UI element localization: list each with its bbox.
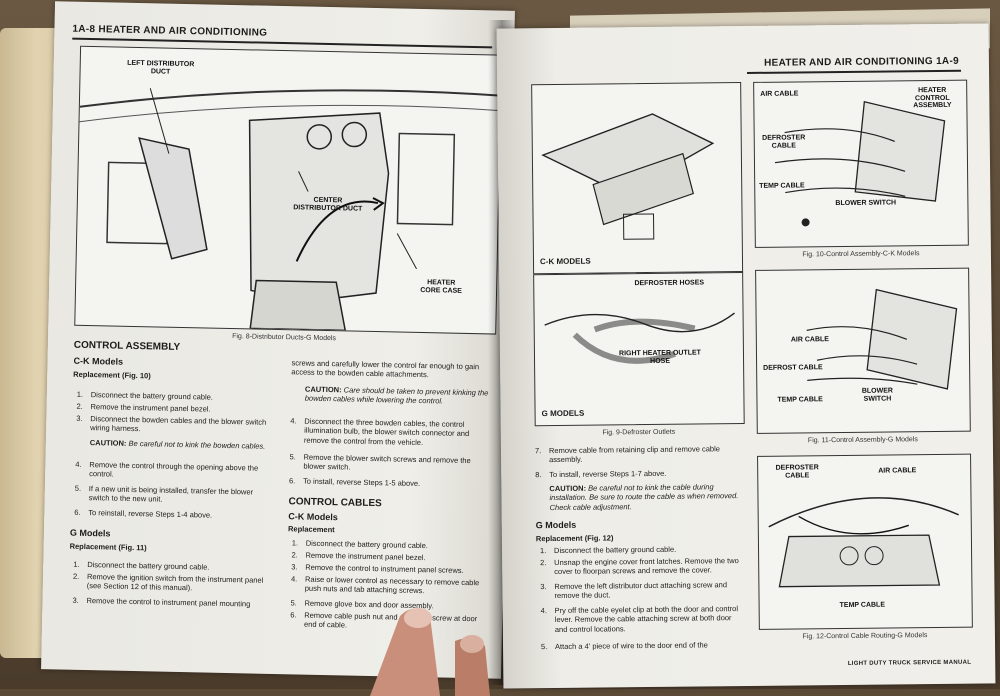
- step-item: 5.Attach a 4' piece of wire to the door …: [540, 640, 708, 652]
- caution-note: CAUTION: Care should be taken to prevent…: [304, 384, 489, 406]
- section-title-control-cables: CONTROL CABLES: [288, 496, 382, 510]
- left-page: 1A-8 HEATER AND AIR CONDITIONING LEFT DI…: [41, 1, 515, 679]
- control-assembly-g-drawing: [806, 288, 958, 390]
- label-blower-switch: BLOWER SWITCH: [861, 387, 893, 403]
- label-temp-cable: TEMP CABLE: [777, 396, 823, 404]
- step-item: 4.Disconnect the three bowden cables, th…: [290, 416, 470, 447]
- step-item: 3.Remove the left distributor duct attac…: [540, 580, 728, 601]
- figure-12-control-cable-routing: DEFROSTER CABLE AIR CABLE TEMP CABLE: [757, 453, 973, 630]
- replacement-heading: Replacement: [287, 524, 335, 535]
- figure-10-caption: Fig. 10-Control Assembly-C-K Models: [802, 250, 920, 259]
- subtitle-g-models: G Models: [69, 527, 111, 539]
- label-blower-switch: BLOWER SWITCH: [835, 199, 897, 208]
- right-page-header: HEATER AND AIR CONDITIONING 1A-9: [764, 55, 959, 69]
- label-ck-models: C-K MODELS: [539, 256, 591, 267]
- label-temp-cable: TEMP CABLE: [759, 182, 805, 190]
- control-assembly-ck-drawing: [774, 100, 946, 227]
- label-g-models: G MODELS: [541, 408, 585, 419]
- figure-9-caption: Fig. 9-Defroster Outlets: [602, 428, 676, 437]
- step-item: 2.Unsnap the engine cover front latches.…: [540, 556, 739, 577]
- header-rule: [747, 69, 962, 74]
- figure-12-caption: Fig. 12-Control Cable Routing-G Models: [802, 632, 928, 641]
- subtitle-ck-models: C-K Models: [288, 511, 338, 523]
- label-heater-control-assembly: HEATER CONTROL ASSEMBLY: [913, 86, 952, 110]
- figure-11-caption: Fig. 11-Control Assembly-G Models: [807, 436, 918, 445]
- figure-9-g-defroster: DEFROSTER HOSES RIGHT HEATER OUTLET HOSE…: [533, 272, 745, 427]
- caution-note: CAUTION: Be careful not to kink the cabl…: [549, 482, 739, 512]
- g-defroster-drawing: [544, 312, 735, 364]
- page-footer: LIGHT DUTY TRUCK SERVICE MANUAL: [847, 659, 972, 667]
- label-defroster-cable: DEFROSTER CABLE: [775, 464, 819, 480]
- step-item: 7.Remove cable from retaining clip and r…: [534, 444, 720, 465]
- label-center-distributor-duct: CENTER DISTRIBUTOR DUCT: [293, 196, 363, 213]
- hand-photo-element: [370, 608, 490, 696]
- paragraph-intro: screws and carefully lower the control f…: [291, 358, 480, 380]
- section-title-control-assembly: CONTROL ASSEMBLY: [73, 339, 181, 353]
- replacement-fig-12: Replacement (Fig. 12): [535, 533, 614, 544]
- label-defroster-cable: DEFROSTER CABLE: [762, 134, 806, 150]
- figure-8-distributor-ducts: LEFT DISTRIBUTOR DUCT CENTER DISTRIBUTOR…: [74, 45, 503, 335]
- subtitle-ck-models: C-K Models: [73, 355, 124, 367]
- step-item: 8.To install, reverse Steps 1-7 above.: [535, 468, 667, 480]
- right-page: HEATER AND AIR CONDITIONING 1A-9 C-K MOD…: [496, 23, 996, 689]
- cable-routing-drawing: [768, 497, 959, 588]
- replacement-fig-10: Replacement (Fig. 10): [73, 369, 151, 381]
- label-outlet-hose: RIGHT HEATER OUTLET HOSE: [618, 349, 701, 365]
- subtitle-g-models: G Models: [535, 519, 577, 531]
- step-item: 4.Pry off the cable eyelet clip at both …: [540, 604, 739, 634]
- replacement-fig-11: Replacement (Fig. 11): [69, 541, 147, 553]
- label-defroster-hoses: DEFROSTER HOSES: [634, 279, 705, 288]
- label-heater-core-case: HEATER CORE CASE: [420, 279, 462, 295]
- label-defrost-cable: DEFROST CABLE: [763, 364, 823, 372]
- label-temp-cable: TEMP CABLE: [839, 601, 886, 610]
- ck-defroster-drawing: [541, 113, 715, 240]
- label-air-cable: AIR CABLE: [760, 90, 799, 98]
- distributor-duct-drawing: [79, 88, 501, 332]
- figure-10-control-assembly-ck: AIR CABLE HEATER CONTROL ASSEMBLY DEFROS…: [753, 79, 969, 248]
- label-left-distributor-duct: LEFT DISTRIBUTOR DUCT: [127, 59, 195, 76]
- label-air-cable: AIR CABLE: [790, 336, 829, 344]
- figure-11-control-assembly-g: AIR CABLE DEFROST CABLE TEMP CABLE BLOWE…: [755, 267, 971, 434]
- label-air-cable: AIR CABLE: [878, 467, 917, 475]
- left-page-header: 1A-8 HEATER AND AIR CONDITIONING: [72, 23, 268, 39]
- figure-9-ck-defroster: C-K MODELS: [531, 82, 744, 275]
